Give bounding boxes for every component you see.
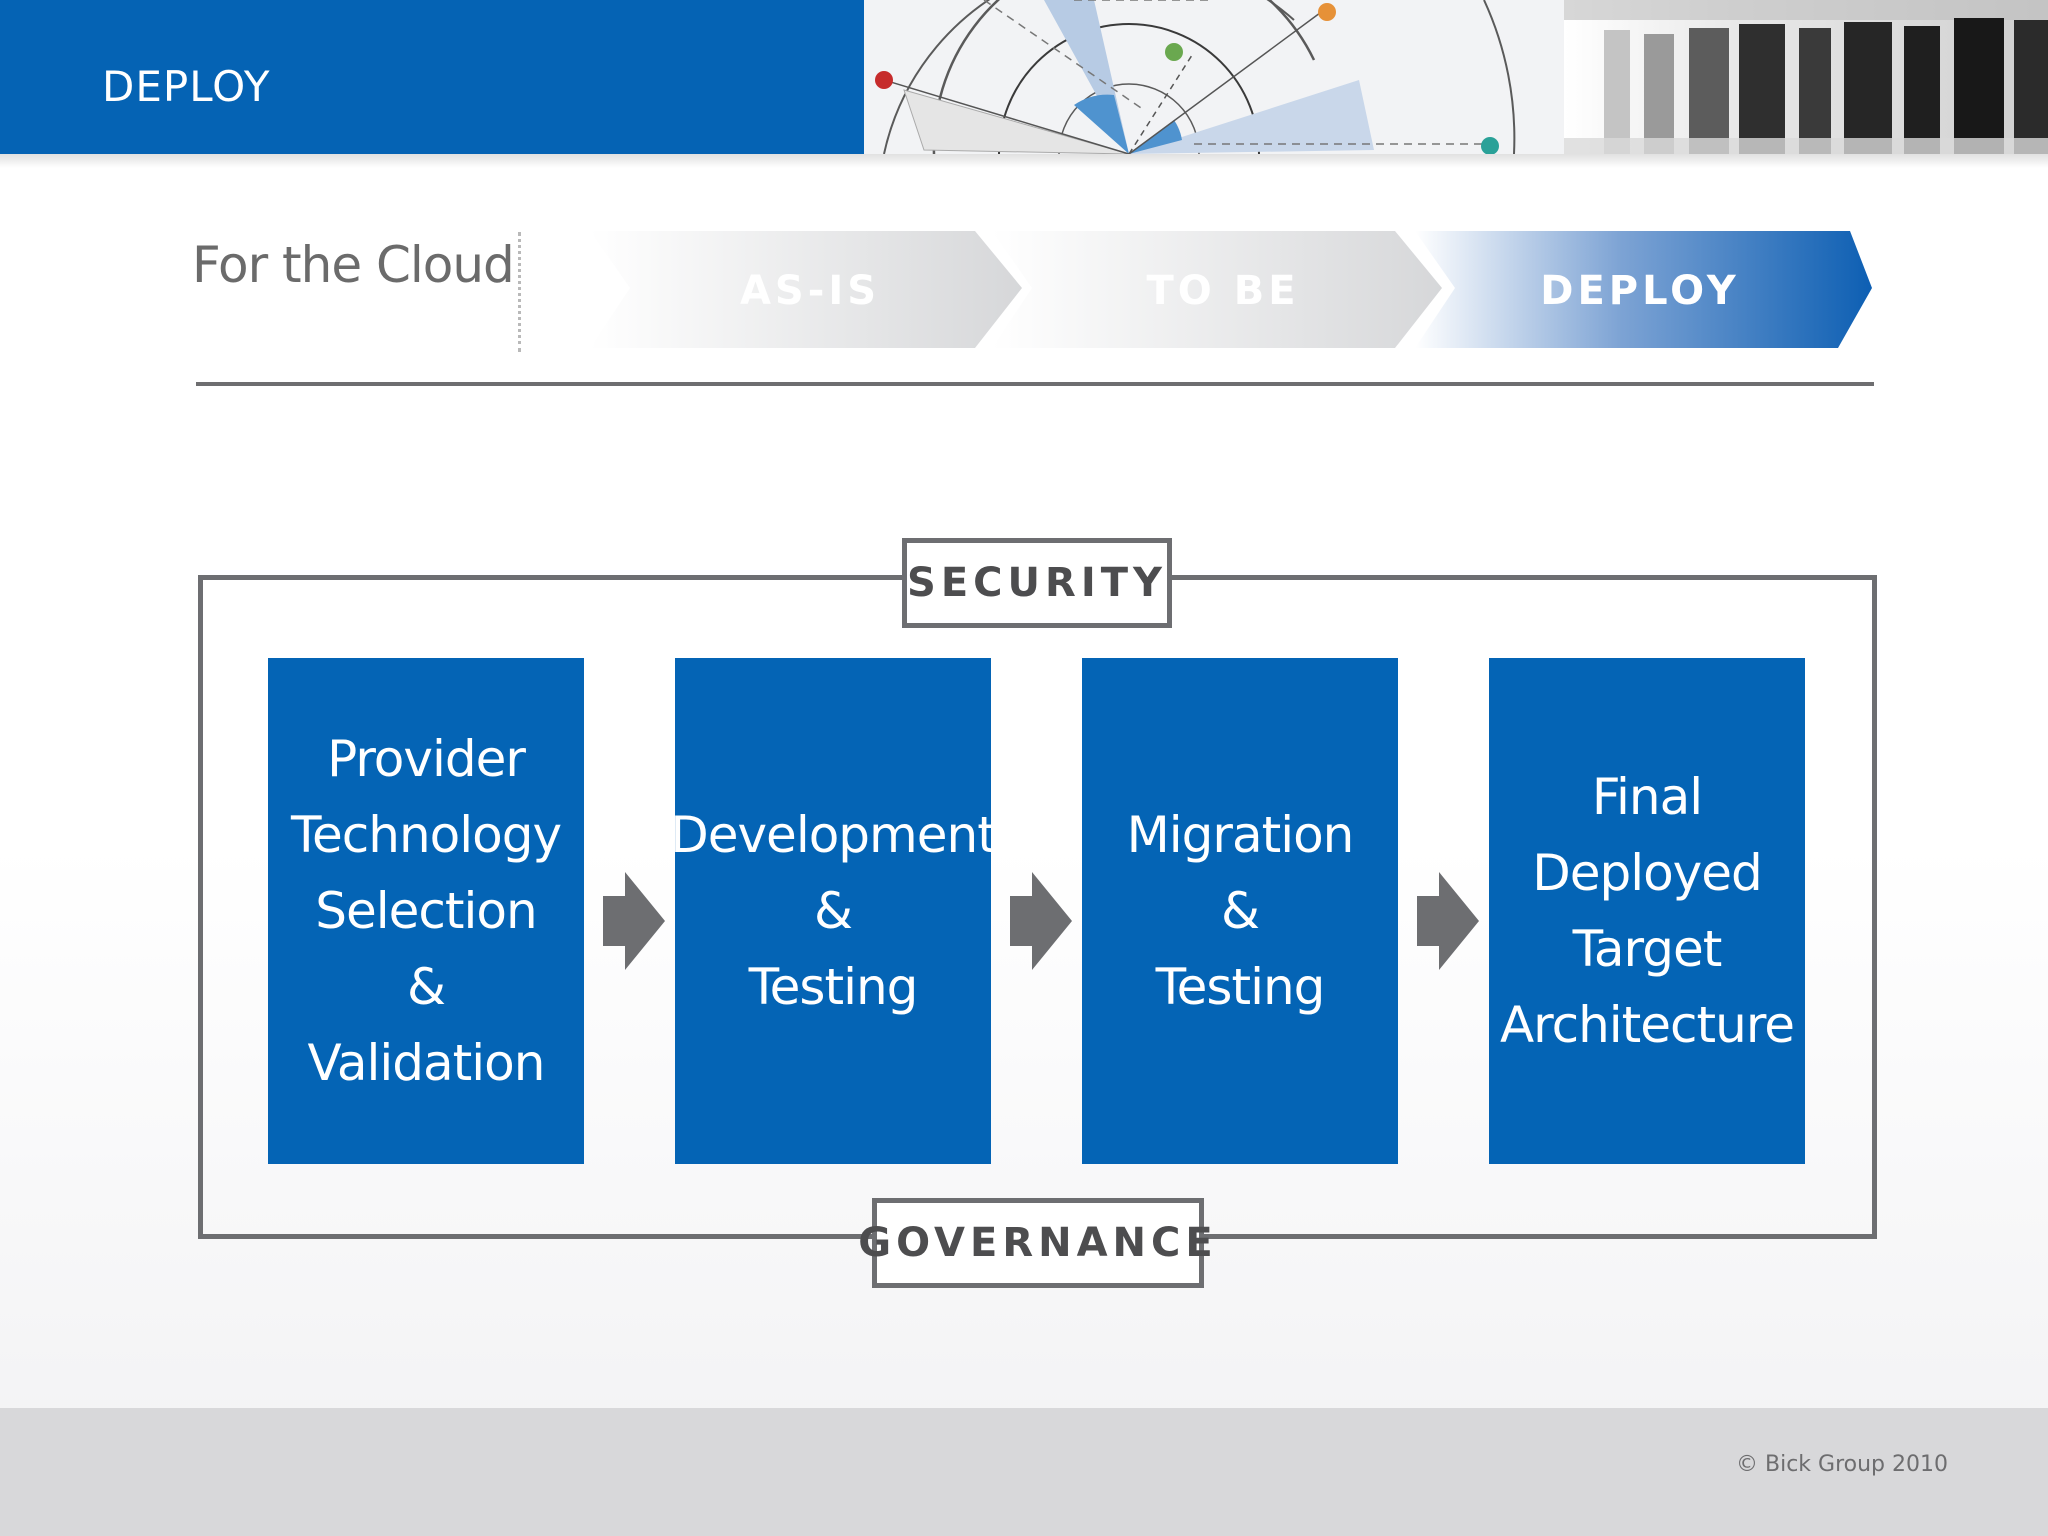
dotted-divider (518, 232, 521, 352)
horizontal-rule (196, 382, 1874, 386)
governance-label: GOVERNANCE (858, 1198, 1213, 1288)
header-shadow (0, 154, 2048, 168)
step-line: Target (1572, 920, 1723, 978)
step-line: Selection (315, 882, 537, 940)
marker-3-icon (1318, 3, 1336, 21)
header-graphic (864, 0, 2048, 154)
step-development-testing: Development & Testing (670, 658, 997, 1164)
step-line: & (1221, 882, 1260, 940)
arrow-right-icon (1417, 872, 1479, 970)
marker-4-icon (1481, 137, 1499, 154)
phase-label-deploy: DEPLOY (1540, 268, 1739, 314)
step-final-deployed-target-architecture: Final Deployed Target Architecture (1489, 658, 1805, 1164)
step-provider-technology-selection: Provider Technology Selection & Validati… (268, 658, 584, 1164)
phase-chevron-deploy[interactable]: DEPLOY (1415, 231, 1872, 348)
marker-2-icon (1165, 43, 1183, 61)
step-line: Deployed (1532, 844, 1763, 902)
step-line: Architecture (1499, 996, 1795, 1054)
step-line: & (407, 958, 446, 1016)
footer-bar (0, 1408, 2048, 1536)
step-migration-testing: Migration & Testing (1082, 658, 1398, 1164)
phase-label-to-be: TO BE (1146, 268, 1299, 314)
header: DEPLOY (0, 0, 2048, 154)
step-line: Technology (290, 806, 562, 864)
phase-chevron-as-is[interactable]: AS-IS (590, 231, 1022, 348)
arrow-right-icon (603, 872, 665, 970)
copyright-text: © Bick Group 2010 (1736, 1452, 1948, 1477)
marker-1-icon (875, 71, 893, 89)
step-line: Testing (748, 958, 919, 1016)
step-line: Testing (1155, 958, 1326, 1016)
security-label: SECURITY (902, 538, 1172, 628)
step-line: Migration (1126, 806, 1355, 864)
phase-label-as-is: AS-IS (740, 268, 880, 314)
phase-chevron-to-be[interactable]: TO BE (992, 231, 1442, 348)
phase-navigation: AS-IS TO BE DEPLOY (590, 231, 1872, 348)
datacenter-photo (1564, 0, 2048, 154)
section-subtitle: For the Cloud (192, 236, 515, 294)
arrow-right-icon (1010, 872, 1072, 970)
step-line: Development (670, 806, 997, 864)
radar-diagram (875, 0, 1516, 154)
step-line: Final (1591, 768, 1703, 826)
step-line: & (814, 882, 853, 940)
step-line: Validation (307, 1034, 546, 1092)
header-band: DEPLOY (0, 0, 864, 154)
step-line: Provider (327, 730, 526, 788)
page-title: DEPLOY (102, 62, 271, 111)
